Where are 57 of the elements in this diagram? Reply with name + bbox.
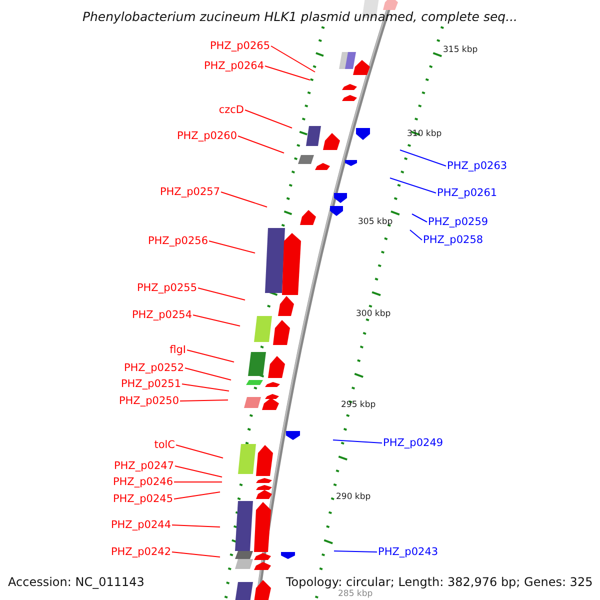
leader-line <box>208 240 256 254</box>
scale-label: 290 kbp <box>336 492 371 502</box>
leader-line <box>332 440 382 444</box>
gene-label: PHZ_p0252 <box>124 362 184 374</box>
scale-label: 305 kbp <box>358 217 393 227</box>
gene-label: PHZ_p0261 <box>437 187 498 199</box>
gene-label: PHZ_p0259 <box>428 216 488 228</box>
scale-label: 310 kbp <box>407 129 442 139</box>
leader-line <box>412 214 428 222</box>
leader-line <box>244 110 292 128</box>
scale-label: 295 kbp <box>341 400 376 410</box>
gene-label: PHZ_p0255 <box>136 282 197 294</box>
gene-label: czcD <box>218 104 244 116</box>
gene-label: PHZ_p0247 <box>114 460 174 472</box>
gene-label: PHZ_p0265 <box>210 40 270 52</box>
leader-line <box>264 66 310 80</box>
gene-label: PHZ_p0246 <box>112 476 173 488</box>
scale-label: 315 kbp <box>443 45 478 55</box>
leader-line <box>172 524 220 528</box>
leader-line <box>270 46 316 72</box>
gene-label: flgI <box>170 344 186 356</box>
gene-label: PHZ_p0245 <box>112 493 173 505</box>
gene-label: PHZ_p0260 <box>176 130 237 142</box>
gene-label: PHZ_p0257 <box>160 186 220 198</box>
map-title: Phenylobacterium zucineum HLK1 plasmid unnamed, complete seq... <box>81 9 519 24</box>
leader-line <box>198 288 246 300</box>
leader-line <box>180 400 228 402</box>
gene-label: PHZ_p0243 <box>378 546 438 558</box>
leader-line <box>238 136 284 154</box>
leader-line <box>174 466 222 478</box>
leader-line <box>182 384 230 392</box>
gene-label: PHZ_p0264 <box>204 60 264 72</box>
leader-line <box>186 350 234 362</box>
gene-label: PHZ_p0256 <box>148 235 208 247</box>
gene-label: PHZ_p0249 <box>383 437 444 449</box>
scale-label: 285 kbp <box>338 589 373 599</box>
leader-line <box>220 192 268 208</box>
leader-line <box>390 178 436 194</box>
leader-line <box>172 552 220 558</box>
leader-line <box>334 550 378 552</box>
leader-line <box>174 492 220 500</box>
gene-label: PHZ_p0258 <box>423 234 484 246</box>
gene-label: PHZ_p0254 <box>132 309 192 321</box>
leader-line <box>400 150 446 166</box>
gene-label: PHZ_p0251 <box>120 378 181 390</box>
footer-text: Accession: NC_011143 <box>8 575 144 589</box>
gene-label: tolC <box>154 439 175 451</box>
leader-line <box>192 314 240 326</box>
gene-label: PHZ_p0242 <box>110 546 171 558</box>
gene-label: PHZ_p0250 <box>118 395 179 407</box>
leader-line <box>184 368 232 380</box>
footer-text: Topology: circular; Length: 382,976 bp; Genes: 325 <box>286 575 593 589</box>
gene-label: PHZ_p0263 <box>447 160 508 172</box>
leader-line <box>410 230 422 240</box>
scale-label: 300 kbp <box>356 309 391 319</box>
leader-line <box>176 444 224 458</box>
gene-label: PHZ_p0244 <box>110 519 171 531</box>
